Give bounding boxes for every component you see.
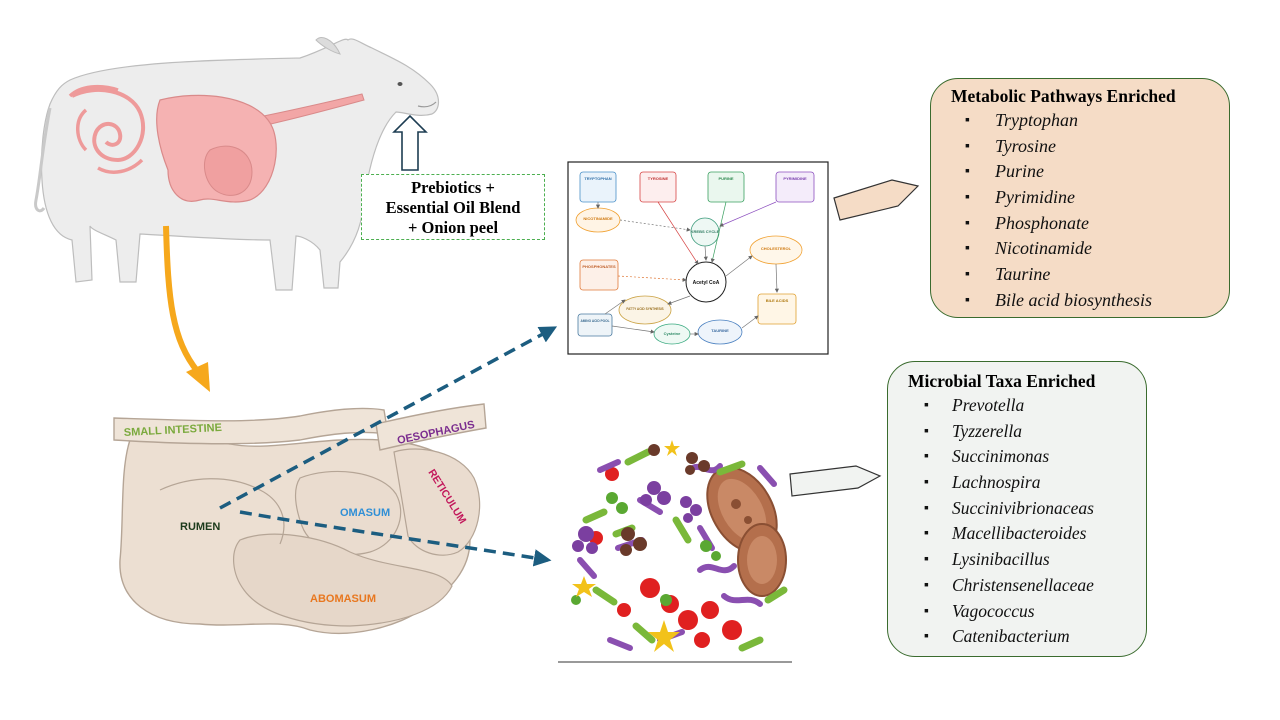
- pathway-item: Bile acid biosynthesis: [965, 288, 1152, 314]
- node-phosphonates: PHOSPHONATES: [582, 264, 616, 269]
- node-amino-acid: AMINO ACID POOL: [580, 319, 609, 323]
- gut-colon: [68, 84, 144, 174]
- node-tryptophan: TRYPTOPHAN: [584, 176, 611, 181]
- pathway-item: Nicotinamide: [965, 236, 1152, 262]
- taxa-item: Succinivibrionaceas: [924, 496, 1094, 522]
- pathway-item: Taurine: [965, 262, 1152, 288]
- label-abomasum: ABOMASUM: [310, 593, 376, 605]
- dashed-arrow-to-microbes: [239, 510, 552, 567]
- node-pyrimidine: PYRIMIDINE: [783, 176, 807, 181]
- taxa-item: Lysinibacillus: [924, 547, 1094, 573]
- taxa-item: Vagococcus: [924, 599, 1094, 625]
- microbe-red-cocci: [589, 467, 742, 648]
- treatment-line-2: Essential Oil Blend: [385, 198, 521, 217]
- taxa-item: Prevotella: [924, 393, 1094, 419]
- node-krebs: KREBS CYCLE: [691, 229, 720, 234]
- node-cysteine: Cysteine: [664, 331, 681, 336]
- node-fatty-acid: FATTY ACID SYNTHESIS: [626, 307, 663, 311]
- microbial-taxa-panel: Microbial Taxa Enriched Prevotella Tyzze…: [887, 361, 1147, 657]
- taxa-title: Microbial Taxa Enriched: [908, 371, 1096, 391]
- label-rumen: RUMEN: [180, 521, 220, 533]
- microbe-green-cocci: [571, 492, 721, 606]
- cow-mouth: [417, 101, 437, 108]
- taxa-item: Christensenellaceae: [924, 573, 1094, 599]
- node-cholesterol: CHOLESTEROL: [761, 246, 792, 251]
- taxa-item: Tyzzerella: [924, 419, 1094, 445]
- metabolic-pathways-panel: Metabolic Pathways Enriched Tryptophan T…: [930, 78, 1230, 318]
- ruminant-stomach: SMALL INTESTINE OESOPHAGUS RETICULUM OMA…: [113, 403, 487, 635]
- node-tyrosine: TYROSINE: [648, 176, 669, 181]
- pathways-list: Tryptophan Tyrosine Purine Pyrimidine Ph…: [965, 108, 1152, 314]
- orange-curve-arrow: [163, 225, 201, 374]
- rumen-fold: [159, 478, 285, 545]
- node-acetyl-coa: Acetyl CoA: [693, 280, 720, 286]
- microbe-brown-cluster: [620, 444, 710, 556]
- abomasum-lobe: [233, 533, 453, 627]
- label-small-intestine: SMALL INTESTINE: [124, 422, 223, 439]
- taxa-item: Macellibacteroides: [924, 521, 1094, 547]
- treatment-box: Prebiotics + Essential Oil Blend + Onion…: [361, 174, 545, 240]
- pathway-item: Purine: [965, 159, 1152, 185]
- pathway-diagram: TRYPTOPHAN TYROSINE PURINE PYRIMIDINE NI…: [567, 161, 829, 355]
- gut-intestine: [71, 88, 146, 163]
- pathway-item: Phosphonate: [965, 211, 1152, 237]
- treatment-line-3: + Onion peel: [407, 218, 499, 237]
- pathway-item: Tyrosine: [965, 134, 1152, 160]
- dashed-arrow-to-pathways: [219, 326, 558, 510]
- node-nicotinamide: NICOTINAMIDE: [583, 216, 613, 221]
- cow-eye: [397, 82, 403, 86]
- pathway-item: Tryptophan: [965, 108, 1152, 134]
- orange-arrowhead: [186, 362, 210, 392]
- cow-illustration: [34, 37, 440, 291]
- treatment-line-1: Prebiotics +: [411, 178, 495, 197]
- gut-omasum: [203, 145, 253, 196]
- reticulum-lobe: [393, 448, 481, 556]
- taxa-pointer-arrow: [789, 465, 882, 497]
- taxa-item: Lachnospira: [924, 470, 1094, 496]
- pathways-title: Metabolic Pathways Enriched: [951, 86, 1176, 106]
- taxa-item: Catenibacterium: [924, 624, 1094, 650]
- pathways-pointer-arrow: [833, 179, 920, 221]
- pathway-item: Pyrimidine: [965, 185, 1152, 211]
- microbe-yellow-stars: [572, 440, 680, 652]
- node-bile-acids: BILE ACIDS: [766, 298, 789, 303]
- label-omasum: OMASUM: [340, 507, 390, 519]
- cow-ear: [315, 37, 341, 55]
- cow-tail: [34, 107, 52, 213]
- microbe-illustration: [558, 436, 792, 663]
- treatment-up-arrow: [392, 114, 428, 171]
- taxa-list: Prevotella Tyzzerella Succinimonas Lachn…: [924, 393, 1094, 650]
- oesophagus-tube: [375, 403, 487, 451]
- taxa-item: Succinimonas: [924, 444, 1094, 470]
- microbe-green-rods: [582, 448, 788, 652]
- node-purine: PURINE: [718, 176, 733, 181]
- node-taurine: TAURINE: [711, 328, 729, 333]
- microbe-purple-cluster: [572, 481, 702, 554]
